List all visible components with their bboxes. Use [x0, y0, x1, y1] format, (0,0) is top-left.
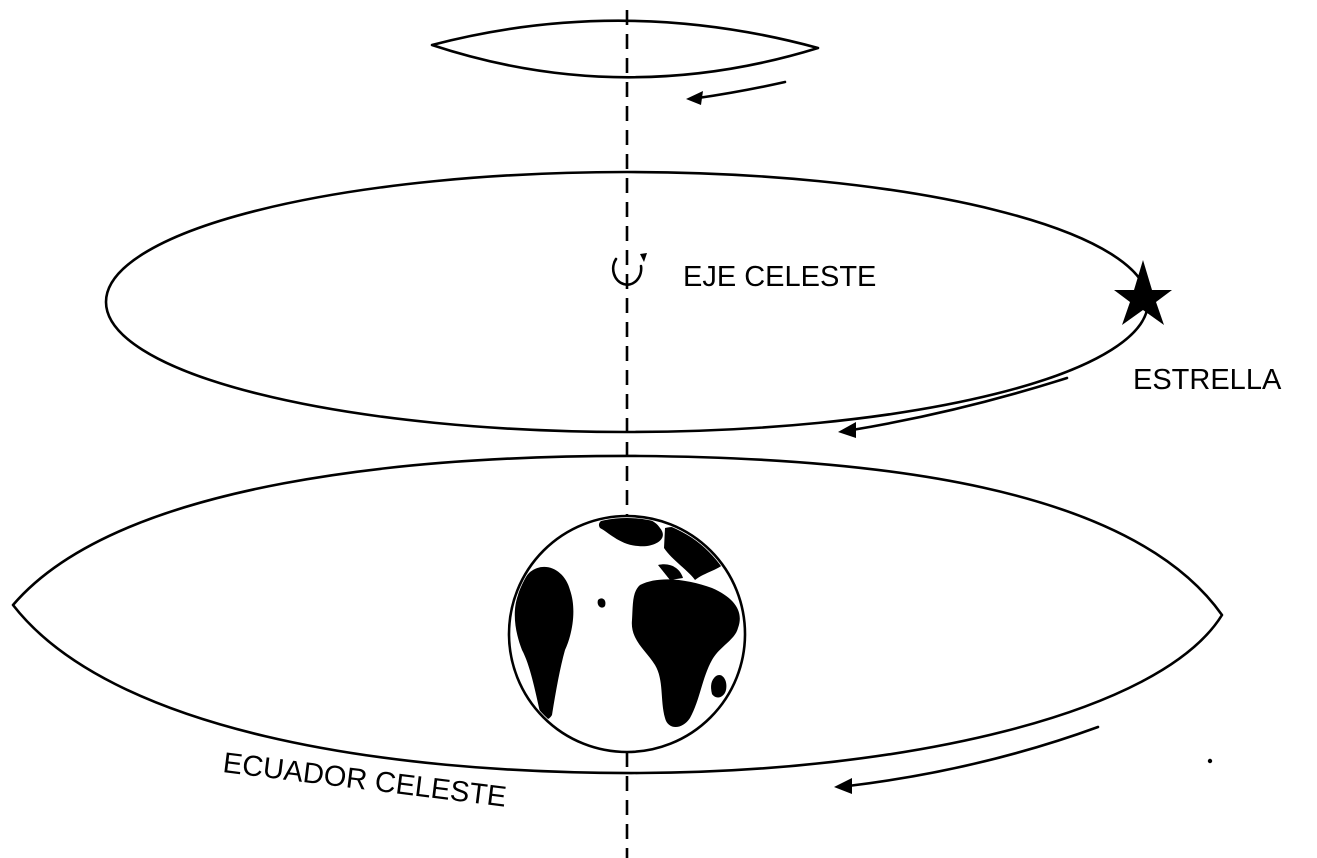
stray-dot — [1207, 758, 1213, 764]
pole-rotation-icon — [611, 253, 647, 286]
bottom-rotation-arrow — [834, 725, 1100, 794]
top-orbit — [430, 19, 820, 79]
earth-globe-icon — [507, 514, 747, 754]
star-label: ESTRELLA — [1133, 364, 1282, 396]
top-rotation-arrow — [686, 80, 787, 105]
celestial-equator-orbit — [11, 454, 1224, 775]
axis-label: EJE CELESTE — [683, 261, 876, 293]
middle-rotation-arrow — [838, 376, 1069, 438]
star-icon — [1114, 260, 1172, 325]
equator-label: ECUADOR CELESTE — [221, 747, 508, 814]
